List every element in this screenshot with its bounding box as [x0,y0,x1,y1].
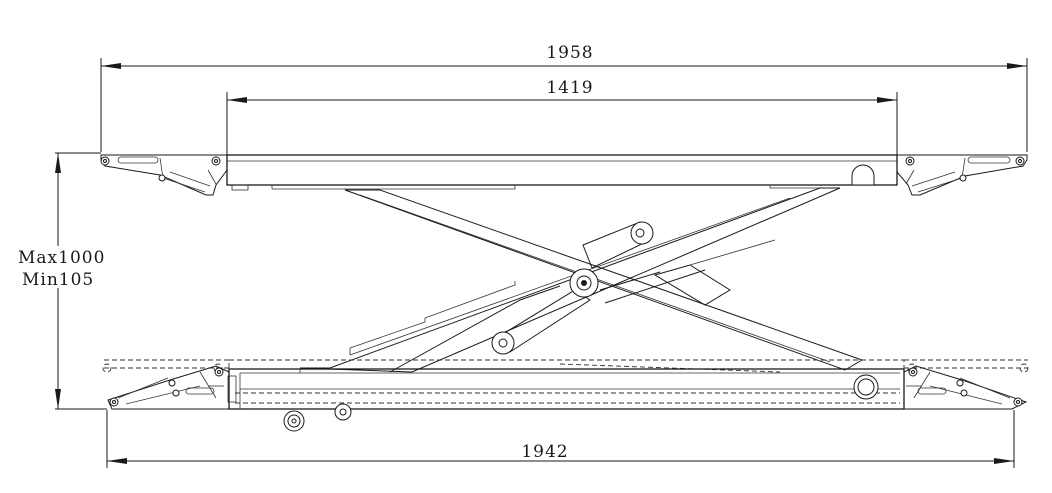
raised-platform [226,154,898,191]
dimension-label-1942: 1942 [521,442,568,462]
scissor-arms [299,187,864,373]
wheel-right [334,403,352,421]
top-right-ramp [896,154,1028,196]
base-right-ramp [903,365,1028,410]
dimension-height: Max1000 Min105 [16,152,107,410]
dimension-base: 1942 [106,410,1015,468]
dimension-label-1419: 1419 [546,78,593,98]
lowered-platform [102,359,1029,373]
dimension-label-max: Max1000 [18,248,105,268]
base-left-ramp [107,365,230,410]
wheel-left [283,410,305,432]
dimension-overall-top: 1958 [100,43,1028,152]
dimension-label-1958: 1958 [546,43,593,63]
top-left-ramp [100,154,228,196]
dimension-platform: 1419 [226,78,898,155]
base-frame [227,368,905,432]
dimension-label-min: Min105 [22,270,94,290]
